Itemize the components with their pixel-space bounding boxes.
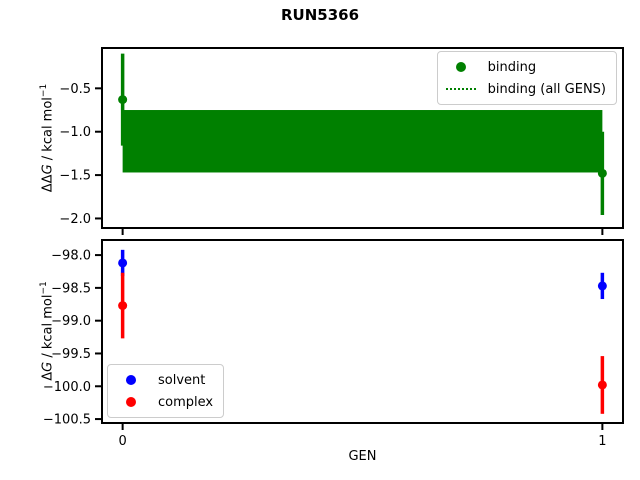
y-tick-label: −100.5	[43, 413, 91, 428]
x-axis-label: GEN	[348, 449, 377, 464]
figure-title: RUN5366	[280, 6, 360, 24]
dg-axis-label: ΔG / kcal mol−1	[35, 221, 56, 441]
legend-item-binding-all-gens: binding (all GENS)	[442, 78, 606, 100]
dg-label-variable: G	[40, 361, 56, 372]
axes-spines	[101, 47, 624, 229]
y-tick-label: −98.5	[51, 281, 91, 296]
legend-label: complex	[158, 394, 214, 410]
legend-item-binding: binding	[442, 56, 606, 78]
legend-item-complex: complex	[112, 391, 213, 413]
y-tick-label: −99.5	[51, 347, 91, 362]
legend-swatch	[112, 375, 150, 385]
ddg-label-prefix: ΔΔ	[40, 174, 56, 193]
legend-label: binding (all GENS)	[487, 81, 606, 97]
binding-point	[597, 168, 607, 178]
binding-marker-icon	[455, 62, 466, 72]
solvent-point	[118, 258, 128, 268]
ddg-label-superscript: −1	[39, 83, 49, 98]
complex-marker-icon	[126, 397, 136, 407]
x-tick-label: 1	[598, 434, 606, 449]
dotted-line-icon	[445, 88, 476, 90]
ddg-label-unit: / kcal mol	[40, 97, 56, 165]
all-gens-band	[122, 110, 603, 173]
dg-legend: solvent complex	[107, 364, 225, 418]
axes-spines	[101, 239, 624, 424]
legend-swatch	[442, 62, 480, 72]
binding-point	[118, 95, 128, 105]
y-tick-label: −0.5	[59, 82, 91, 97]
y-tick-label: −2.0	[59, 212, 91, 227]
legend-label: solvent	[158, 372, 206, 388]
y-tick-label: −1.5	[59, 169, 91, 184]
x-tick-label: 0	[118, 434, 126, 449]
legend-item-solvent: solvent	[112, 369, 213, 391]
complex-point	[118, 301, 128, 311]
ddg-axis-label: ΔΔG / kcal mol−1	[35, 28, 56, 248]
ddg-label-variable: G	[40, 164, 56, 175]
legend-label: binding	[487, 59, 537, 75]
legend-swatch	[112, 397, 150, 407]
y-tick-label: −99.0	[51, 314, 91, 329]
solvent-point	[597, 281, 607, 291]
solvent-marker-icon	[126, 375, 136, 385]
y-tick-label: −100.0	[43, 380, 91, 395]
ddg-legend: binding binding (all GENS)	[436, 51, 617, 105]
dg-label-unit: / kcal mol	[40, 294, 56, 362]
dg-label-superscript: −1	[39, 281, 49, 295]
y-tick-label: −1.0	[59, 125, 91, 140]
dg-label-prefix: Δ	[40, 371, 56, 381]
legend-swatch	[442, 88, 480, 90]
complex-point	[597, 380, 607, 390]
y-tick-label: −98.0	[51, 249, 91, 264]
